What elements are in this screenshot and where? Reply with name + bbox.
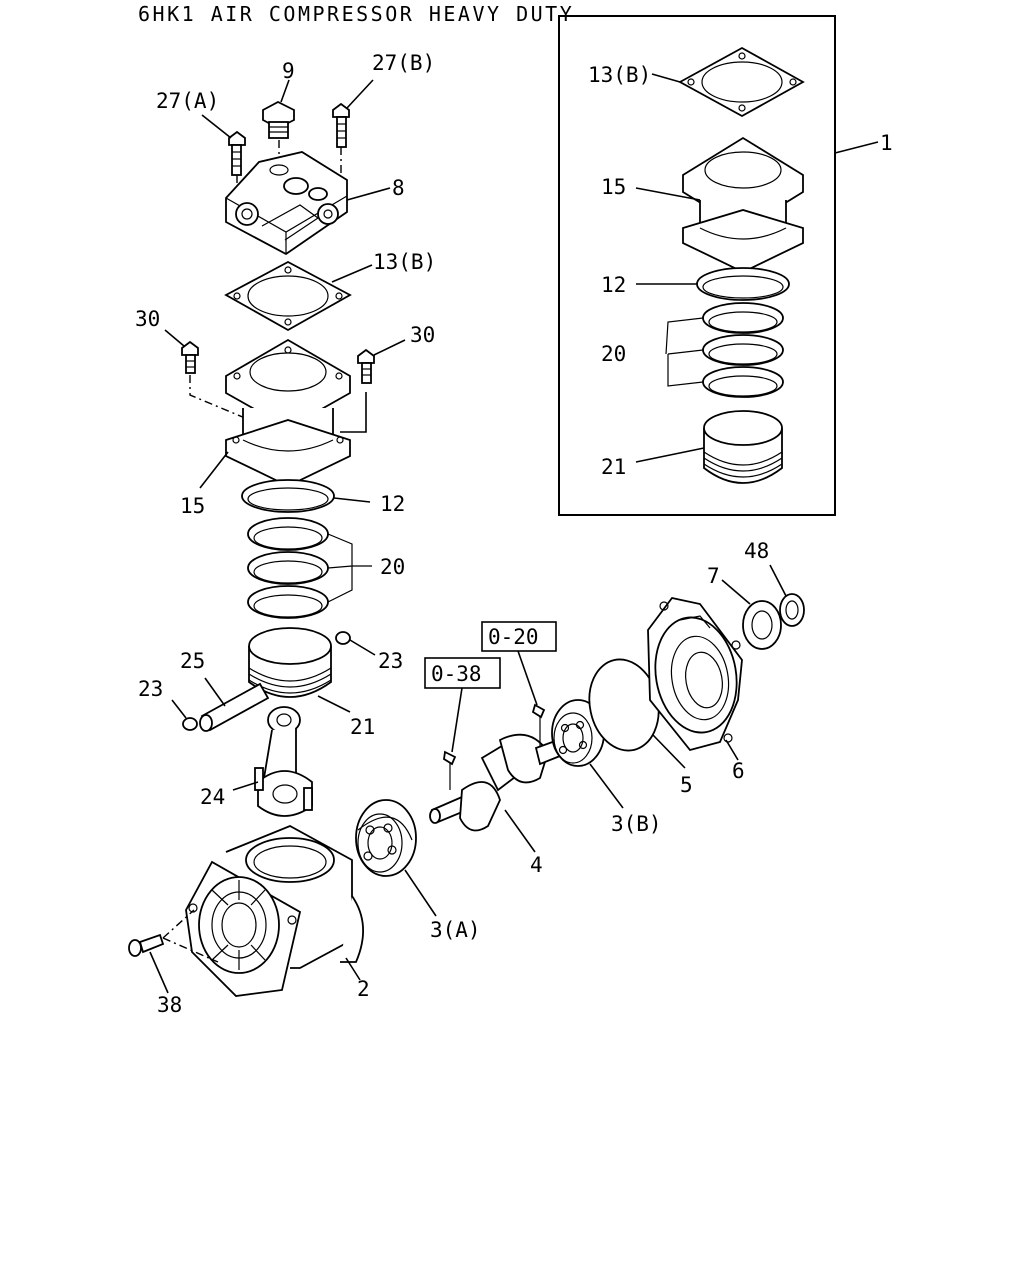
label-12: 12 [380, 492, 405, 516]
piston-21 [248, 627, 351, 713]
bolt-30-right [340, 339, 406, 433]
label-21-kit: 21 [601, 455, 626, 479]
label-20-kit: 20 [601, 342, 626, 366]
seal-48 [769, 564, 805, 627]
piston-pin-25 [199, 677, 270, 732]
label-2: 2 [357, 977, 370, 1001]
label-23-left: 23 [138, 677, 163, 701]
label-4: 4 [530, 853, 543, 877]
diagram-title: 6HK1 AIR COMPRESSOR HEAVY DUTY [138, 2, 575, 26]
label-24: 24 [200, 785, 225, 809]
label-27a: 27(A) [156, 89, 219, 113]
connecting-rod-24 [232, 706, 313, 817]
snap-ring-23-left [171, 699, 198, 731]
label-48: 48 [744, 539, 769, 563]
ring-12 [241, 479, 371, 513]
label-12-kit: 12 [601, 273, 626, 297]
label-23-right: 23 [378, 649, 403, 673]
label-7: 7 [707, 564, 720, 588]
label-13b: 13(B) [373, 250, 436, 274]
kit-gasket-13b [651, 46, 805, 118]
label-ref-0-38: 0-38 [431, 662, 482, 686]
label-3b: 3(B) [611, 812, 662, 836]
label-20: 20 [380, 555, 405, 579]
plug-9 [262, 79, 295, 185]
gasket-13b [224, 260, 373, 332]
label-1: 1 [880, 131, 893, 155]
label-8: 8 [392, 176, 405, 200]
cylinder-head-8 [225, 151, 391, 256]
bolt-27a [201, 114, 246, 210]
kit-ring-12 [636, 267, 790, 301]
label-38: 38 [157, 993, 182, 1017]
label-6: 6 [732, 759, 745, 783]
ref-0-20 [481, 621, 557, 706]
label-21: 21 [350, 715, 375, 739]
label-15-kit: 15 [601, 175, 626, 199]
crankcase-2 [185, 825, 365, 997]
kit-box [558, 15, 879, 516]
o-ring-5 [588, 658, 686, 769]
bolt-38 [128, 909, 219, 994]
kit-piston-rings-20 [665, 302, 784, 398]
label-13b-kit: 13(B) [588, 63, 651, 87]
ref-0-38 [424, 657, 501, 753]
snap-ring-23-right [335, 631, 376, 656]
end-cover-6 [647, 596, 743, 761]
label-5: 5 [680, 773, 693, 797]
label-30-left: 30 [135, 307, 160, 331]
label-25: 25 [180, 649, 205, 673]
crankshaft-4 [429, 703, 561, 853]
piston-rings-20 [247, 517, 372, 619]
kit-piston-21 [635, 410, 783, 484]
callout-labels: 1 13(B) 15 12 20 21 9 27(B) 27(A) 8 13(B… [135, 51, 893, 1017]
bolt-27b [332, 79, 374, 185]
oil-seal-7 [721, 579, 782, 650]
bolt-30-left [164, 329, 246, 419]
cylinder-15 [199, 338, 351, 489]
label-27b: 27(B) [372, 51, 435, 75]
label-ref-0-20: 0-20 [488, 625, 539, 649]
bearing-3a [355, 799, 437, 917]
label-3a: 3(A) [430, 918, 481, 942]
kit-cylinder-15 [635, 136, 804, 273]
label-15: 15 [180, 494, 205, 518]
label-9: 9 [282, 59, 295, 83]
label-30-right: 30 [410, 323, 435, 347]
